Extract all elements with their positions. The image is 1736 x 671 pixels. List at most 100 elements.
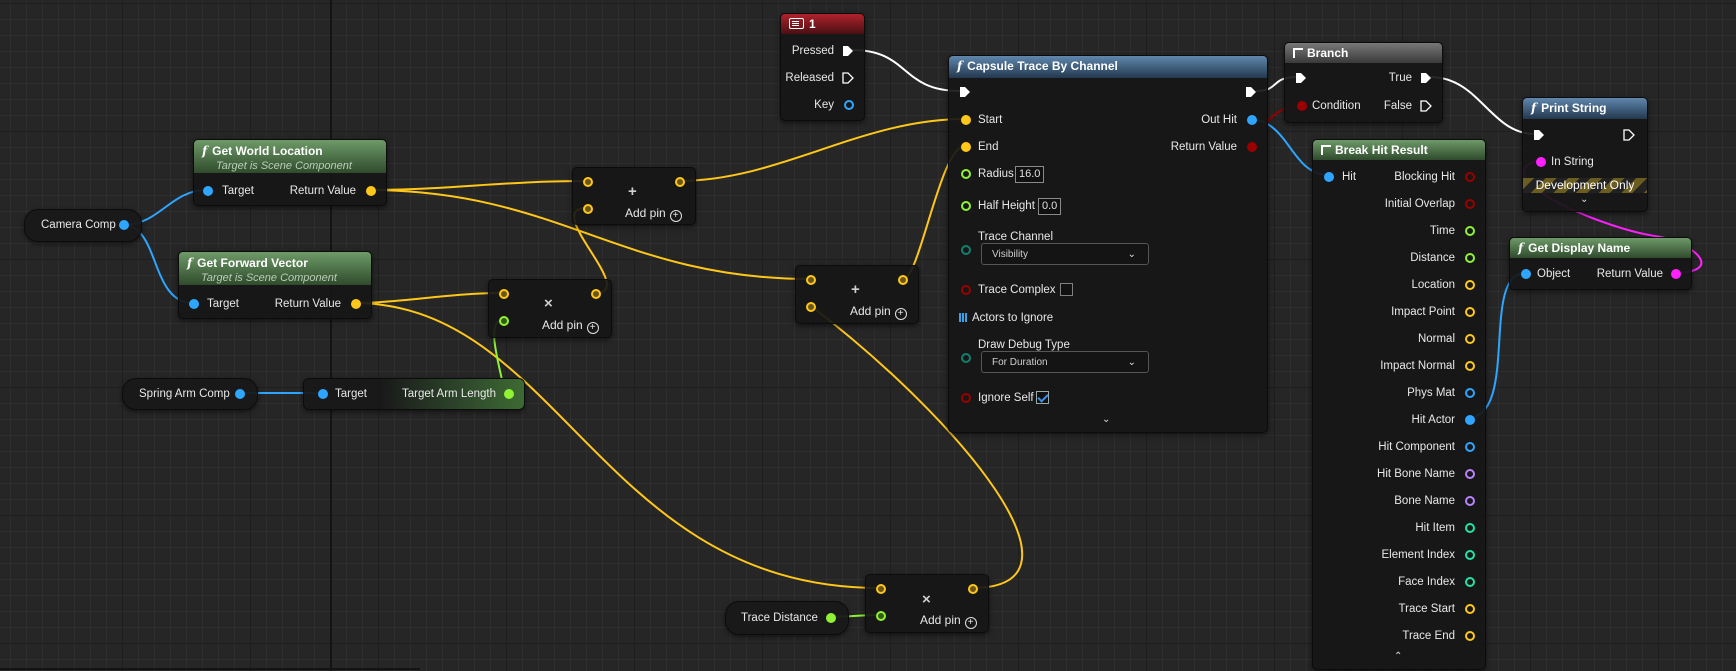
return-value-output-pin[interactable]: [366, 186, 376, 196]
draw-debug-type-input-pin[interactable]: [961, 353, 971, 363]
add-vector-node-1[interactable]: + Add pin+: [572, 167, 696, 225]
break-hit-output-pin[interactable]: [1465, 199, 1475, 209]
break-hit-output-pin[interactable]: [1465, 550, 1475, 560]
add-pin-plus-icon: +: [964, 617, 977, 629]
branch-header: Branch: [1285, 43, 1442, 63]
target-input-pin[interactable]: [318, 389, 328, 399]
break-hit-output-pin[interactable]: [1465, 469, 1475, 479]
break-hit-output-pin[interactable]: [1465, 334, 1475, 344]
draw-debug-type-dropdown[interactable]: For Duration⌄: [981, 351, 1149, 373]
multiply-input-a-pin[interactable]: [499, 289, 509, 299]
pressed-exec-pin[interactable]: [842, 45, 854, 57]
half-height-input-pin[interactable]: [961, 201, 971, 211]
add-output-pin[interactable]: [898, 275, 908, 285]
break-hit-output-pin[interactable]: [1465, 577, 1475, 587]
radius-input-pin[interactable]: [961, 169, 971, 179]
object-input-pin[interactable]: [1521, 269, 1531, 279]
exec-input-pin[interactable]: [1295, 72, 1307, 84]
camera-comp-node[interactable]: Camera Comp: [24, 209, 142, 242]
multiply-input-b-pin[interactable]: [876, 611, 886, 621]
break-hit-output-pin[interactable]: [1465, 226, 1475, 236]
exec-output-pin[interactable]: [1245, 86, 1257, 98]
multiply-output-pin[interactable]: [591, 289, 601, 299]
spring-arm-comp-output-pin[interactable]: [235, 389, 245, 399]
add-pin-button[interactable]: Add pin+: [542, 318, 599, 334]
add-vector-node-2[interactable]: + Add pin+: [795, 265, 919, 324]
break-hit-output-pin[interactable]: [1465, 361, 1475, 371]
return-value-output-pin[interactable]: [1247, 142, 1257, 152]
trace-distance-node[interactable]: Trace Distance: [725, 601, 849, 635]
ignore-self-input-pin[interactable]: [961, 393, 971, 403]
break-hit-output-pin[interactable]: [1465, 253, 1475, 263]
in-string-input-pin[interactable]: [1536, 157, 1546, 167]
condition-input-pin[interactable]: [1297, 101, 1307, 111]
add-pin-button[interactable]: Add pin+: [920, 613, 977, 629]
trace-distance-output-pin[interactable]: [826, 613, 836, 623]
trace-channel-label: Trace Channel: [978, 231, 1054, 243]
multiply-vector-node-2[interactable]: × Add pin+: [865, 574, 989, 633]
trace-channel-dropdown[interactable]: Visibility⌄: [981, 243, 1149, 265]
exec-input-pin[interactable]: [1533, 129, 1545, 141]
expand-chevron-icon[interactable]: ⌄: [1102, 414, 1111, 425]
true-exec-pin[interactable]: [1420, 72, 1432, 84]
ignore-self-checkbox[interactable]: [1036, 391, 1049, 404]
exec-output-pin[interactable]: [1623, 129, 1635, 141]
multiply-input-b-pin[interactable]: [499, 316, 509, 326]
break-hit-output-label: Impact Point: [1391, 306, 1455, 318]
break-hit-output-pin[interactable]: [1465, 442, 1475, 452]
camera-comp-output-pin[interactable]: [119, 220, 129, 230]
break-hit-output-pin[interactable]: [1465, 523, 1475, 533]
target-input-pin[interactable]: [203, 186, 213, 196]
multiply-vector-node-1[interactable]: × Add pin+: [488, 279, 612, 338]
half-height-value-field[interactable]: 0.0: [1038, 198, 1062, 215]
add-input-a-pin[interactable]: [583, 177, 593, 187]
multiply-output-pin[interactable]: [968, 584, 978, 594]
trace-complex-checkbox[interactable]: [1060, 283, 1073, 296]
add-input-b-pin[interactable]: [583, 204, 593, 214]
false-exec-pin[interactable]: [1420, 100, 1432, 112]
break-hit-output-pin[interactable]: [1465, 415, 1475, 425]
break-hit-output-pin[interactable]: [1465, 388, 1475, 398]
target-arm-length-output-pin[interactable]: [504, 389, 514, 399]
end-input-pin[interactable]: [961, 142, 971, 152]
add-input-a-pin[interactable]: [806, 275, 816, 285]
key-1-event-node[interactable]: 1 Pressed Released Key: [780, 13, 865, 121]
out-hit-output-pin[interactable]: [1247, 115, 1257, 125]
break-hit-output-pin[interactable]: [1465, 280, 1475, 290]
break-hit-output-pin[interactable]: [1465, 496, 1475, 506]
add-input-b-pin[interactable]: [806, 302, 816, 312]
wire-add1-to-start: [677, 118, 966, 182]
exec-input-pin[interactable]: [959, 86, 971, 98]
branch-node[interactable]: Branch True Condition False: [1284, 42, 1443, 123]
return-value-output-pin[interactable]: [351, 299, 361, 309]
spring-arm-comp-node[interactable]: Spring Arm Comp: [122, 378, 258, 410]
target-input-pin[interactable]: [189, 299, 199, 309]
break-hit-output-pin[interactable]: [1465, 307, 1475, 317]
trace-channel-input-pin[interactable]: [961, 245, 971, 255]
collapse-chevron-icon[interactable]: ⌃: [1394, 651, 1403, 662]
start-input-pin[interactable]: [961, 115, 971, 125]
break-hit-output-pin[interactable]: [1465, 172, 1475, 182]
target-arm-length-node[interactable]: Target Target Arm Length: [303, 378, 525, 410]
trace-complex-input-pin[interactable]: [961, 285, 971, 295]
hit-input-pin[interactable]: [1324, 172, 1334, 182]
break-hit-output-pin[interactable]: [1465, 631, 1475, 641]
return-value-output-pin[interactable]: [1671, 269, 1681, 279]
break-hit-output-pin[interactable]: [1465, 604, 1475, 614]
radius-value-field[interactable]: 16.0: [1015, 166, 1045, 183]
multiply-input-a-pin[interactable]: [876, 584, 886, 594]
array-icon[interactable]: [959, 313, 968, 322]
add-output-pin[interactable]: [675, 177, 685, 187]
add-pin-button[interactable]: Add pin+: [850, 304, 907, 320]
add-pin-button[interactable]: Add pin+: [625, 206, 682, 222]
released-exec-pin[interactable]: [842, 72, 854, 84]
key-output-pin[interactable]: [844, 100, 854, 110]
expand-chevron-icon[interactable]: ⌄: [1580, 194, 1589, 205]
draw-debug-type-value: For Duration: [992, 357, 1048, 368]
